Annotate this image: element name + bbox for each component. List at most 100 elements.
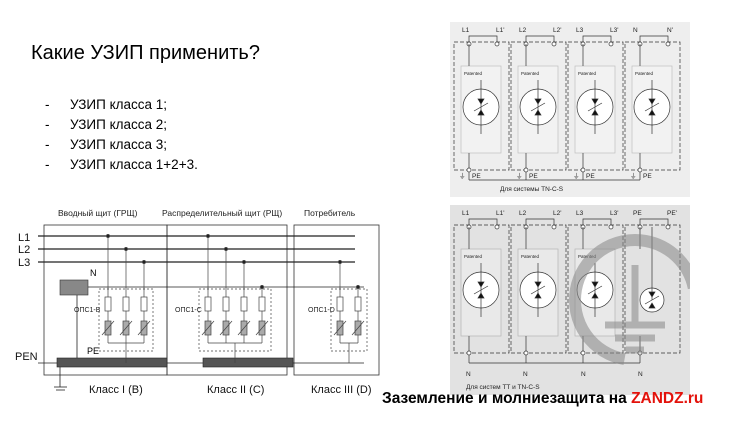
bullet-text: УЗИП класса 2; <box>70 117 168 132</box>
ground-icon: ⏚ <box>459 172 466 180</box>
junction-dot <box>356 285 360 289</box>
spd-zones-wiring-diagram: Вводный щит (ГРЩ) Распределительный щит … <box>15 208 380 396</box>
pe-label: PE <box>643 173 652 180</box>
module-label: Patented <box>521 254 540 259</box>
spd-dashed-enclosure <box>330 288 368 352</box>
module-enclosure <box>453 224 510 354</box>
ground-icon: ⏚ <box>630 172 637 180</box>
module-label: Patented <box>521 71 540 76</box>
junction-dot <box>106 234 110 238</box>
spd-dashed-enclosure <box>98 288 154 352</box>
bottom-label-n: N <box>466 371 471 378</box>
spd-label-c: ОПС1-С <box>175 307 202 314</box>
junction-dot <box>206 234 210 238</box>
module-enclosure <box>624 41 681 171</box>
fuse-icon <box>258 296 266 312</box>
slide-title: Какие УЗИП применить? <box>31 42 260 64</box>
class-label-1: Класс I (В) <box>89 384 143 396</box>
terminal-label: L2 <box>519 27 527 34</box>
bullet-marker: - <box>45 157 50 172</box>
terminal-label: L1' <box>496 27 504 34</box>
spd-label-d: ОПС1-D <box>308 307 335 314</box>
pe-busbars <box>56 357 294 368</box>
fuse-icon <box>222 296 230 312</box>
line-label-l1: L1 <box>18 232 30 244</box>
footer-text: Заземление и молниезащита на <box>382 390 632 407</box>
module-enclosure <box>510 41 567 171</box>
pe-label: PE <box>87 346 99 356</box>
zandz-watermark-logo <box>569 234 690 366</box>
bottom-label-n: N <box>581 371 586 378</box>
n-label: N <box>90 268 97 278</box>
line-label-l3: L3 <box>18 257 30 269</box>
list-item: - УЗИП класса 3; <box>45 137 198 157</box>
terminal-label: N <box>633 27 638 34</box>
module-enclosure <box>567 41 624 171</box>
terminal-label: L1 <box>462 27 470 34</box>
fuse-icon <box>354 296 362 312</box>
spd-modules-tn-c-s-diagram: L1 L1' L2 L2' L3 L3' N N' PE ⏚ PE ⏚ PE ⏚ PE ⏚ Patented P… <box>450 22 690 197</box>
caption: Для системы TN-C-S <box>500 186 564 193</box>
module-label: Patented <box>635 71 654 76</box>
module-enclosure <box>510 224 567 354</box>
terminal-label: L2' <box>553 210 561 217</box>
bottom-label-n: N <box>638 371 643 378</box>
n-terminal-block <box>59 279 89 296</box>
panel-label-consumer: Потребитель <box>304 208 356 218</box>
class-label-2: Класс II (С) <box>207 384 264 396</box>
junction-dot <box>242 260 246 264</box>
terminal-label: L3' <box>610 210 618 217</box>
pe-label: PE <box>529 173 538 180</box>
module-enclosure <box>453 41 510 171</box>
module-enclosure <box>624 224 681 354</box>
caption: Для систем TT и TN-C-S <box>466 384 540 391</box>
terminal-label: PE' <box>667 210 677 217</box>
terminal-label: N' <box>667 27 673 34</box>
terminal-label: L1' <box>496 210 504 217</box>
footer-banner: Заземление и молниезащита на ZANDZ.ru <box>382 390 703 408</box>
junction-dot <box>260 285 264 289</box>
fuse-icon <box>336 296 344 312</box>
fuse-icon <box>240 296 248 312</box>
junction-dot <box>142 260 146 264</box>
bullet-marker: - <box>45 117 50 132</box>
junction-dot <box>338 260 342 264</box>
spd-class-list: - УЗИП класса 1; - УЗИП класса 2; - УЗИП кл… <box>45 97 198 177</box>
fuse-icon <box>122 296 130 312</box>
module-label: Patented <box>464 71 483 76</box>
module-label: Patented <box>578 71 597 76</box>
bullet-marker: - <box>45 97 50 112</box>
terminal-label: L1 <box>462 210 470 217</box>
terminal-label: PE <box>633 210 642 217</box>
terminal-label: L2 <box>519 210 527 217</box>
line-label-l2: L2 <box>18 244 30 256</box>
panel-label-distribution: Распределительный щит (РЩ) <box>162 208 282 218</box>
junction-dot <box>124 247 128 251</box>
spd-label-b: ОПС1-В <box>74 307 101 314</box>
ground-icon: ⏚ <box>573 172 580 180</box>
pe-label: PE <box>472 173 481 180</box>
bullet-text: УЗИП класса 1+2+3. <box>70 157 198 172</box>
pen-label: PEN <box>15 351 38 363</box>
terminal-label: L2' <box>553 27 561 34</box>
list-item: - УЗИП класса 2; <box>45 117 198 137</box>
list-item: - УЗИП класса 1+2+3. <box>45 157 198 177</box>
fuse-icon <box>104 296 112 312</box>
fuse-icon <box>204 296 212 312</box>
terminal-label: L3' <box>610 27 618 34</box>
footer-brand-link[interactable]: ZANDZ.ru <box>631 390 704 407</box>
module-label: Patented <box>464 254 483 259</box>
list-item: - УЗИП класса 1; <box>45 97 198 117</box>
fuse-icon <box>140 296 148 312</box>
pe-label: PE <box>586 173 595 180</box>
panel-label-main: Вводный щит (ГРЩ) <box>58 208 138 218</box>
junction-dot <box>224 247 228 251</box>
ground-icon: ⏚ <box>516 172 523 180</box>
bullet-text: УЗИП класса 1; <box>70 97 168 112</box>
terminal-label: L3 <box>576 27 584 34</box>
bullet-marker: - <box>45 137 50 152</box>
terminal-label: L3 <box>576 210 584 217</box>
class-label-3: Класс III (D) <box>311 384 372 396</box>
bullet-text: УЗИП класса 3; <box>70 137 168 152</box>
